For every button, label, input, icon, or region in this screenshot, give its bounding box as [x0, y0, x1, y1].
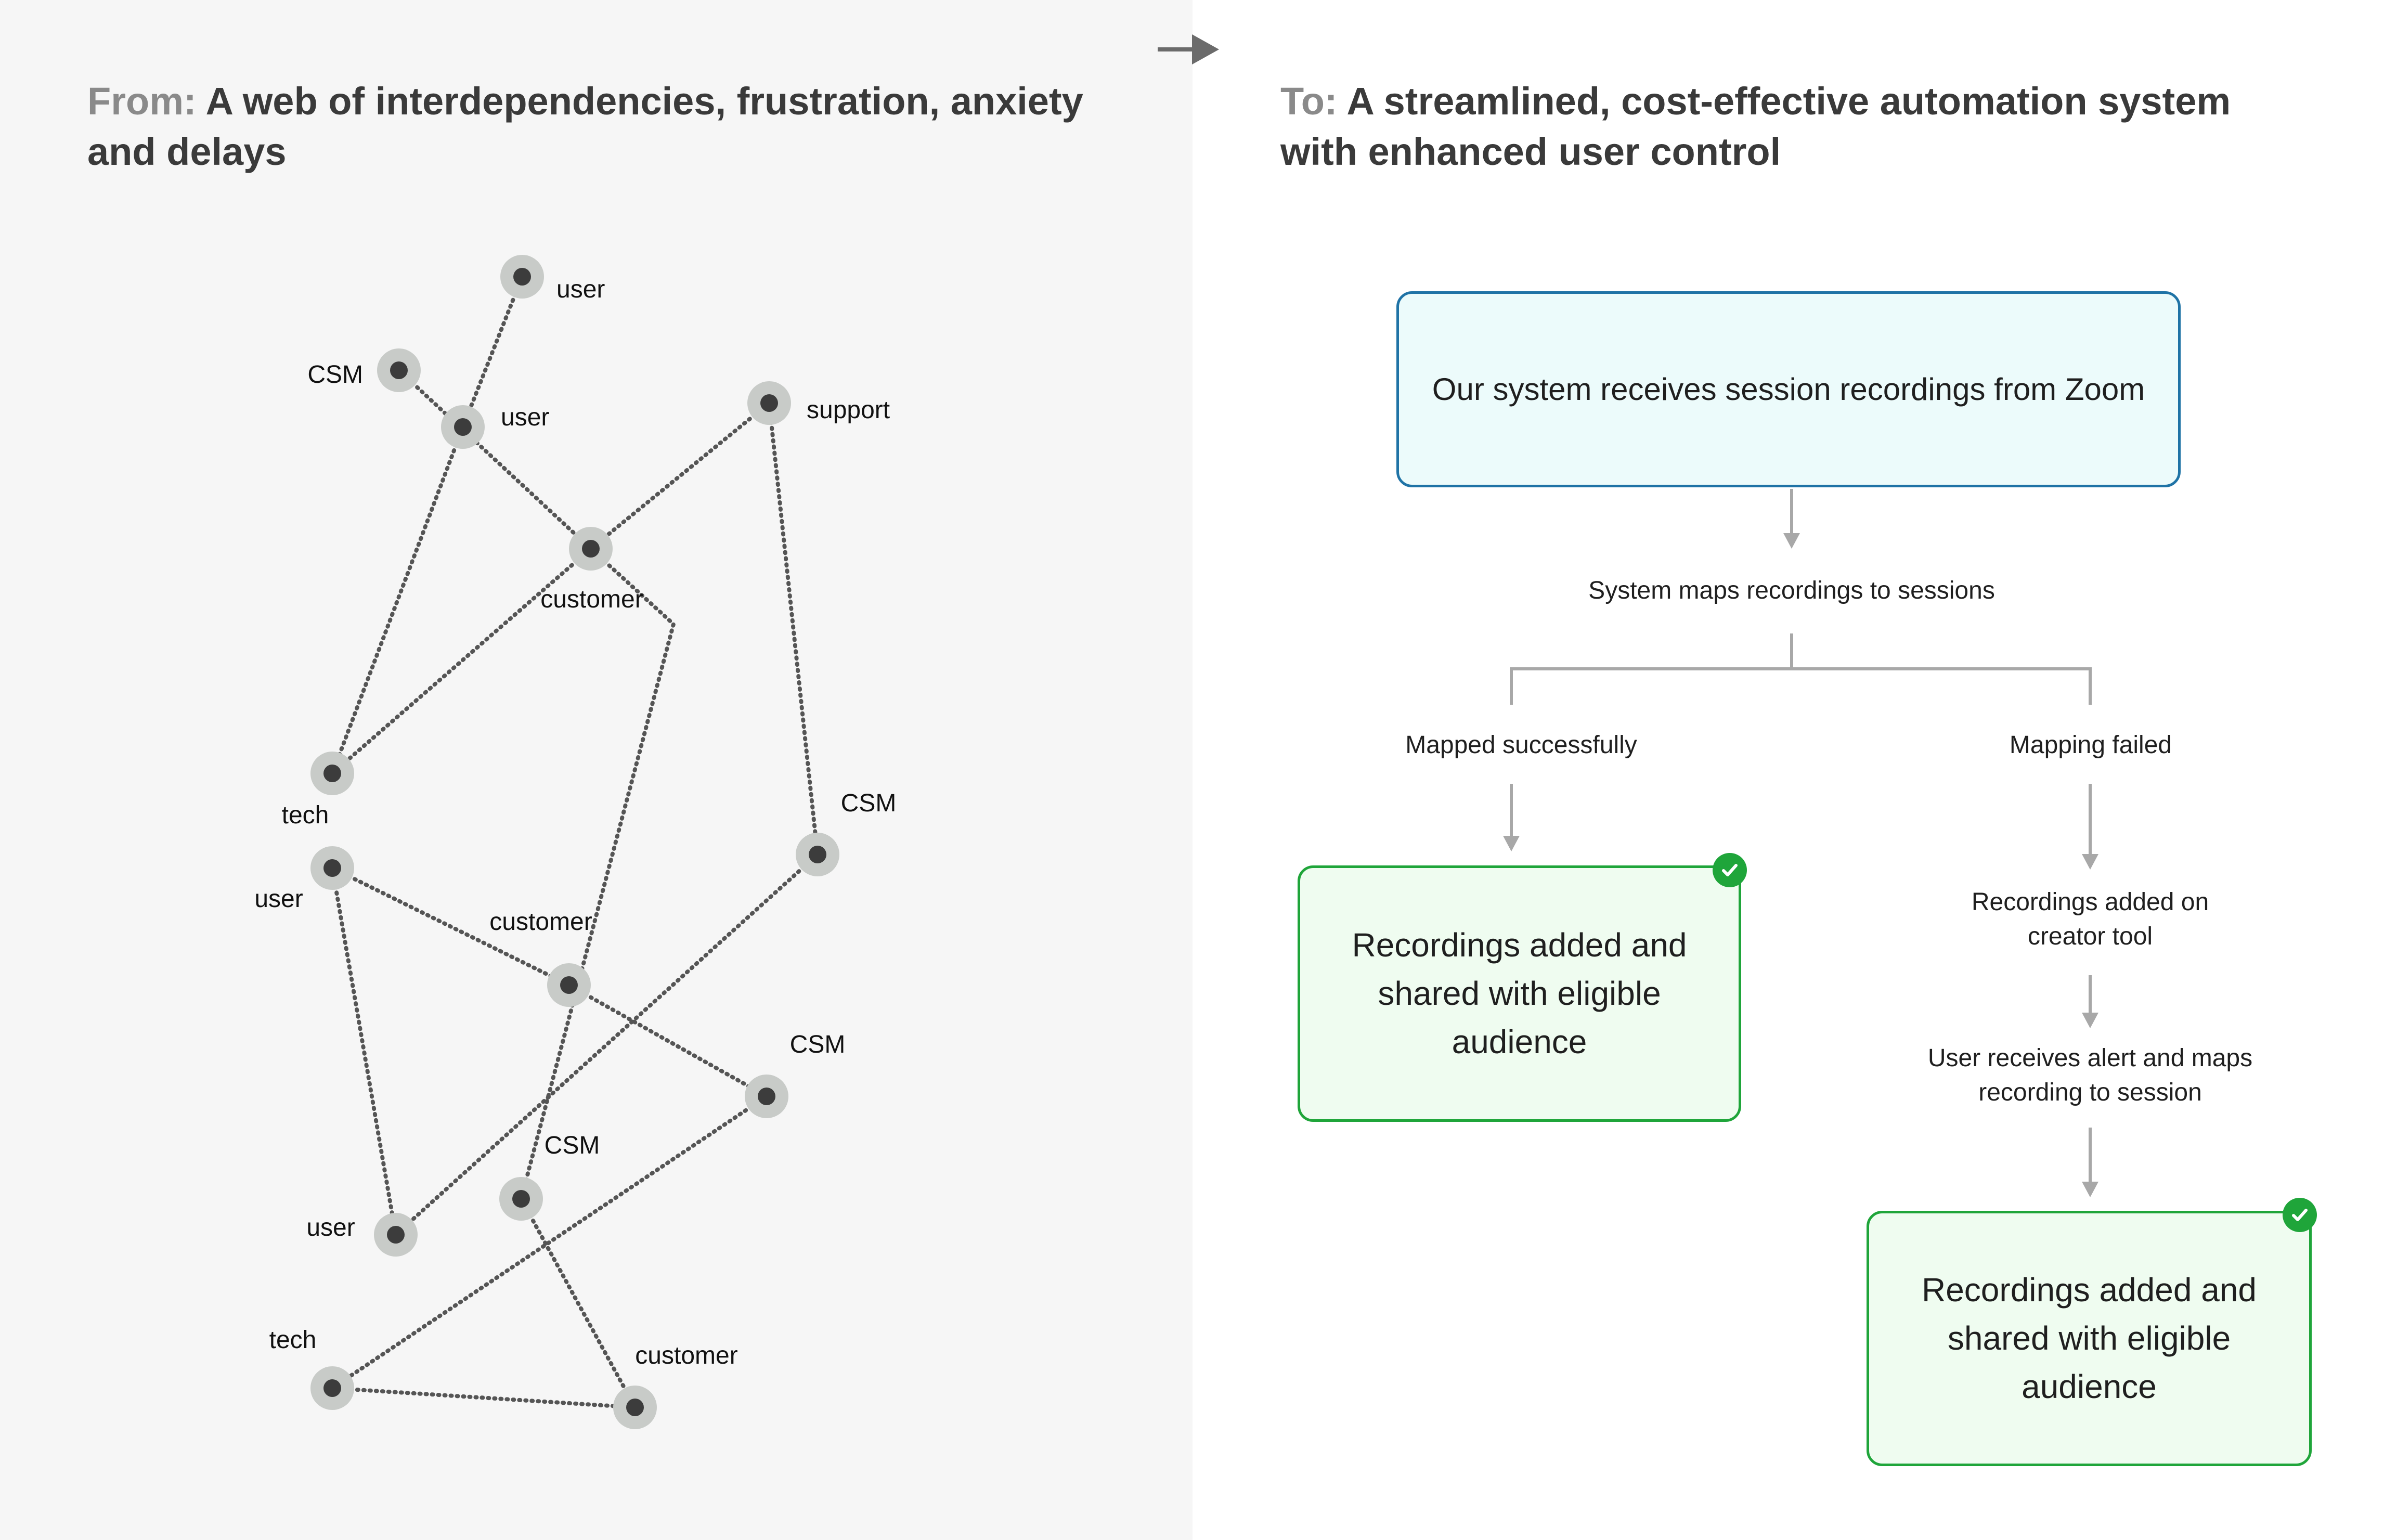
check-circle-icon	[1713, 853, 1747, 887]
network-node-label: CSM	[545, 1132, 600, 1159]
arrowhead-icon	[2082, 854, 2098, 870]
success-box-right: Recordings added and shared with eligibl…	[1867, 1211, 2312, 1466]
network-node	[513, 268, 531, 286]
network-node-label: support	[807, 396, 890, 424]
arrowhead-icon	[2082, 1182, 2098, 1197]
network-node	[760, 394, 778, 412]
success-box-left: Recordings added and shared with eligibl…	[1298, 865, 1741, 1122]
from-heading: From: A web of interdependencies, frustr…	[87, 76, 1107, 177]
network-node-label: tech	[282, 801, 329, 829]
network-edge	[519, 547, 676, 1201]
network-node	[809, 846, 826, 863]
from-heading-prefix: From:	[87, 80, 197, 123]
network-node-label: customer	[540, 586, 643, 613]
network-edge	[330, 425, 465, 775]
network-edge	[397, 368, 593, 551]
network-edge	[394, 852, 820, 1237]
network-edge	[589, 401, 771, 551]
success-box-right-text: Recordings added and shared with eligibl…	[1921, 1271, 2257, 1405]
network-node	[582, 540, 600, 558]
network-node	[758, 1088, 775, 1105]
arrowhead-icon	[1783, 533, 1800, 549]
network-node-label: user	[306, 1214, 355, 1241]
network-node-label: tech	[269, 1326, 317, 1354]
network-node	[387, 1226, 405, 1244]
network-node-label: customer	[489, 908, 592, 936]
branch-failed-label: Mapping failed	[2009, 731, 2172, 759]
network-node-label: CSM	[790, 1031, 846, 1058]
network-node	[626, 1399, 644, 1416]
network-node	[323, 1379, 341, 1397]
network-edge	[330, 866, 398, 1237]
network-edge	[519, 1197, 637, 1409]
from-heading-text: A web of interdependencies, frustration,…	[87, 80, 1083, 173]
fail-step-2-label: User receives alert and maps recording t…	[1927, 1044, 2253, 1106]
to-heading-text: A streamlined, cost-effective automation…	[1280, 80, 2231, 173]
network-edge	[767, 401, 820, 857]
network-node-label: user	[254, 885, 303, 913]
network-node	[560, 976, 578, 994]
network-node	[390, 361, 408, 379]
start-box: Our system receives session recordings f…	[1396, 291, 2181, 487]
arrow-right-icon	[1158, 34, 1219, 64]
arrowhead-icon	[2082, 1013, 2098, 1028]
fail-step-1-label: Recordings added on creator tool	[1971, 888, 2209, 950]
connector-split	[1510, 667, 2092, 705]
start-box-text: Our system receives session recordings f…	[1432, 371, 2145, 407]
network-edge	[330, 547, 593, 775]
network-node-label: user	[501, 404, 549, 431]
step-map-label: System maps recordings to sessions	[1588, 577, 1995, 604]
check-circle-icon	[2283, 1198, 2317, 1232]
network-node-label: user	[556, 276, 605, 303]
to-heading: To: A streamlined, cost-effective automa…	[1280, 76, 2300, 177]
network-node-label: customer	[635, 1342, 737, 1369]
success-box-left-text: Recordings added and shared with eligibl…	[1352, 926, 1687, 1060]
network-edge	[461, 275, 524, 429]
branch-success-label: Mapped successfully	[1405, 731, 1637, 759]
network-node	[454, 418, 472, 436]
network-node-label: CSM	[841, 790, 897, 817]
from-panel	[0, 0, 1193, 1540]
network-node-label: CSM	[307, 361, 363, 389]
network-edge	[330, 1094, 769, 1390]
to-heading-prefix: To:	[1280, 80, 1338, 123]
arrowhead-icon	[1503, 836, 1520, 851]
network-edge	[330, 1386, 637, 1409]
network-edge	[330, 866, 571, 987]
network-edge	[567, 983, 769, 1098]
network-node	[323, 765, 341, 782]
network-node	[512, 1190, 530, 1208]
network-node	[323, 859, 341, 877]
